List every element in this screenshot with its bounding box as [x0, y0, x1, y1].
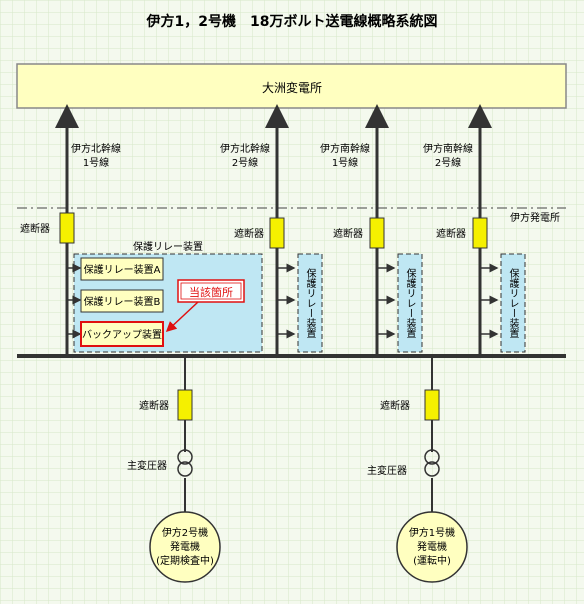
breaker-line-1 — [59, 212, 75, 244]
relay-vertical-label-3: 保護リレー装置 — [404, 267, 416, 338]
substation-label: 大洲変電所 — [262, 80, 322, 95]
generator-unit-2-name: 伊方2号機 — [162, 526, 208, 539]
relay-a-label: 保護リレー装置A — [84, 263, 161, 276]
relay-box-line-4 — [500, 253, 526, 353]
line-4-name: 伊方南幹線 — [423, 142, 473, 155]
callout-pointer — [165, 301, 199, 333]
breaker-line-3 — [369, 217, 385, 249]
transformer-unit-1-lower — [424, 461, 440, 477]
line-3-number: 1号線 — [332, 156, 358, 169]
breaker-label-4: 遮断器 — [436, 227, 466, 240]
relay-b-box — [80, 289, 164, 313]
transformer-unit-1-upper — [424, 449, 440, 465]
generator-unit-1 — [396, 511, 468, 583]
breaker-label-unit-1: 遮断器 — [380, 399, 410, 412]
relay-box-line-3 — [397, 253, 423, 353]
backup-relay-label: バックアップ装置 — [82, 328, 162, 341]
breaker-line-2 — [269, 217, 285, 249]
relay-b-label: 保護リレー装置B — [84, 295, 161, 308]
relay-vertical-label-4: 保護リレー装置 — [507, 267, 519, 338]
transformer-unit-2-lower — [177, 461, 193, 477]
line-1-number: 1号線 — [83, 156, 109, 169]
line-4-number: 2号線 — [435, 156, 461, 169]
generator-unit-1-name: 伊方1号機 — [409, 526, 455, 539]
line-2-name: 伊方北幹線 — [220, 142, 270, 155]
generator-unit-2-status: (定期検査中) — [156, 554, 214, 567]
breaker-label-1: 遮断器 — [20, 222, 50, 235]
generator-unit-1-status: (運転中) — [413, 554, 451, 567]
transformer-label-unit-1: 主変圧器 — [367, 464, 407, 477]
generator-unit-2 — [149, 511, 221, 583]
callout-label: 当該箇所 — [189, 285, 233, 299]
relay-box-line-2 — [297, 253, 323, 353]
relay-group-label: 保護リレー装置 — [133, 240, 203, 253]
breaker-label-unit-2: 遮断器 — [139, 399, 169, 412]
substation-box — [16, 63, 567, 109]
callout-box — [177, 279, 245, 303]
line-3-name: 伊方南幹線 — [320, 142, 370, 155]
generator-unit-1-type: 発電機 — [417, 540, 447, 553]
plant-label: 伊方発電所 — [510, 211, 560, 224]
breaker-unit-1 — [424, 389, 440, 421]
transformer-unit-2-upper — [177, 449, 193, 465]
callout-inner-border — [180, 282, 242, 300]
line-1-name: 伊方北幹線 — [71, 142, 121, 155]
generator-unit-2-type: 発電機 — [170, 540, 200, 553]
breaker-line-4 — [472, 217, 488, 249]
line-2-number: 2号線 — [232, 156, 258, 169]
breaker-label-2: 遮断器 — [234, 227, 264, 240]
breaker-label-3: 遮断器 — [333, 227, 363, 240]
relay-a-box — [80, 257, 164, 281]
backup-relay-box — [80, 321, 164, 347]
transformer-label-unit-2: 主変圧器 — [127, 459, 167, 472]
diagram-title: 伊方1，2号機 18万ボルト送電線概略系統図 — [146, 13, 438, 30]
relay-vertical-label-2: 保護リレー装置 — [304, 267, 316, 338]
breaker-unit-2 — [177, 389, 193, 421]
